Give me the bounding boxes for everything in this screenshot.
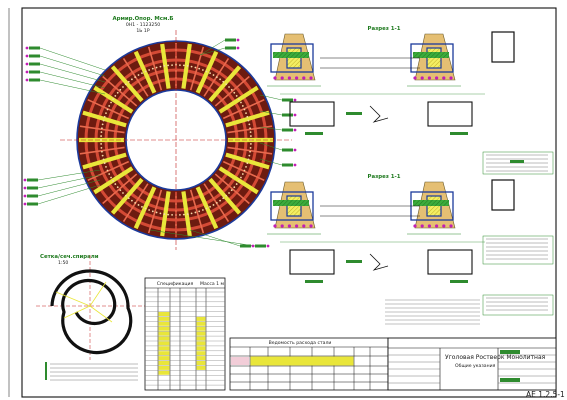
plan-subtitle: 0Н1 - 1123250 (126, 22, 160, 28)
ring-leader-labels (23, 38, 297, 248)
notes-column (385, 151, 554, 325)
title-block-name: Уголовая Ростверк Монолитная (445, 354, 546, 361)
spec-mass-header: Масса 1 м (200, 281, 224, 287)
section-1-1-top (267, 31, 515, 135)
plan-subtitle-2: 1Ь 1Р (136, 28, 149, 34)
plan-title: Армир.Опор. Мсм.Б (112, 16, 173, 22)
title-block-sub: Общие указания (455, 363, 496, 369)
steel-table-title: Ведомость расхода стали (269, 340, 332, 346)
title-block: Уголовая Ростверк Монолитная Общие указа… (387, 337, 557, 391)
sheet-number: АЕ 1.2.5-1 (526, 390, 565, 399)
spiral-title: Сетка/сеч.спирали (40, 254, 99, 260)
spiral-detail: Сетка/сеч.спирали 1:50 (36, 254, 150, 381)
ring-radial-rebars (79, 43, 273, 237)
spiral-scale: 1:50 (58, 260, 68, 266)
spiral-coil (50, 269, 133, 355)
section-top-title: Разрез 1-1 (368, 26, 401, 32)
steel-consumption-table: Ведомость расхода стали (229, 337, 389, 391)
ring-plan-view: Армир.Опор. Мсм.Б 0Н1 - 1123250 1Ь 1Р (23, 16, 297, 250)
section-1-1-bottom (267, 179, 515, 283)
specification-table: Спецификация Масса 1 м (144, 277, 226, 391)
spec-title: Спецификация (157, 281, 194, 287)
section-bottom-title: Разрез 1-1 (368, 174, 401, 180)
